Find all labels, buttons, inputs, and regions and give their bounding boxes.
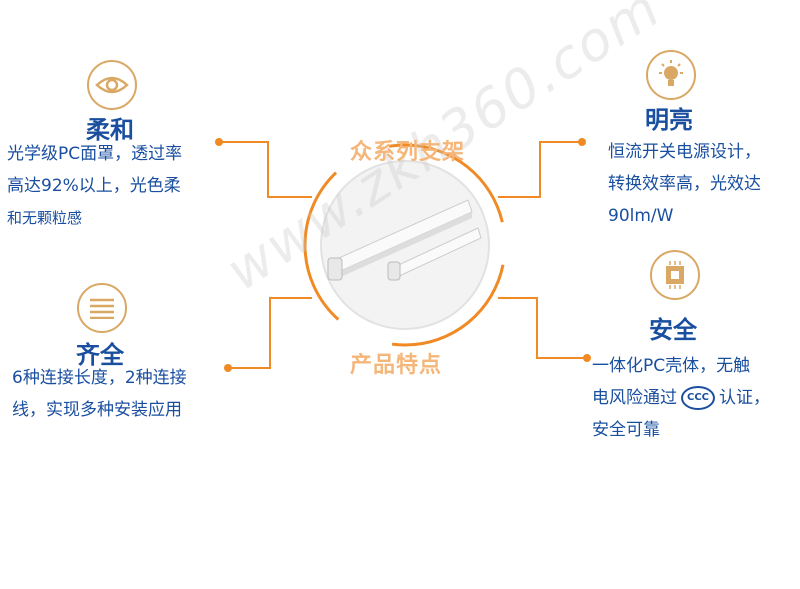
feature-title-safe: 安全 xyxy=(649,316,697,344)
desc-line: 和无颗粒感 xyxy=(7,209,83,227)
desc-line: 6种连接长度，2种连接 xyxy=(12,368,187,388)
desc-line: 一体化PC壳体，无触 xyxy=(592,356,751,376)
center-top-title: 众系列支架 xyxy=(350,140,466,165)
feature-title-soft: 柔和 xyxy=(86,116,134,144)
feature-desc-soft: 光学级PC面罩，透过率 高达92%以上，光色柔 和无颗粒感 xyxy=(7,138,182,234)
center-bottom-title: 产品特点 xyxy=(350,353,443,378)
desc-line: 安全可靠 xyxy=(592,420,660,440)
lightbulb-icon xyxy=(646,50,696,100)
product-image xyxy=(327,199,482,281)
desc-line: 90lm/W xyxy=(608,206,674,226)
desc-line: 高达92%以上，光色柔 xyxy=(7,176,181,196)
feature-desc-bright: 恒流开关电源设计， 转换效率高，光效达 90lm/W xyxy=(608,136,761,232)
feature-title-bright: 明亮 xyxy=(645,106,693,134)
feature-desc-complete: 6种连接长度，2种连接 线，实现多种安装应用 xyxy=(12,362,187,426)
desc-text: 认证， xyxy=(719,388,770,408)
desc-line: 转换效率高，光效达 xyxy=(608,174,761,194)
desc-line: 线，实现多种安装应用 xyxy=(12,400,182,420)
desc-line: 光学级PC面罩，透过率 xyxy=(7,144,183,164)
ccc-cert-icon: CCC xyxy=(681,386,715,410)
lines-icon xyxy=(77,283,127,333)
desc-text: 电风险通过 xyxy=(592,388,677,408)
feature-title-complete: 齐全 xyxy=(76,341,124,369)
orange-ring xyxy=(303,143,507,347)
eye-icon xyxy=(87,60,137,110)
desc-line: 恒流开关电源设计， xyxy=(608,142,761,162)
chip-icon xyxy=(650,250,700,300)
